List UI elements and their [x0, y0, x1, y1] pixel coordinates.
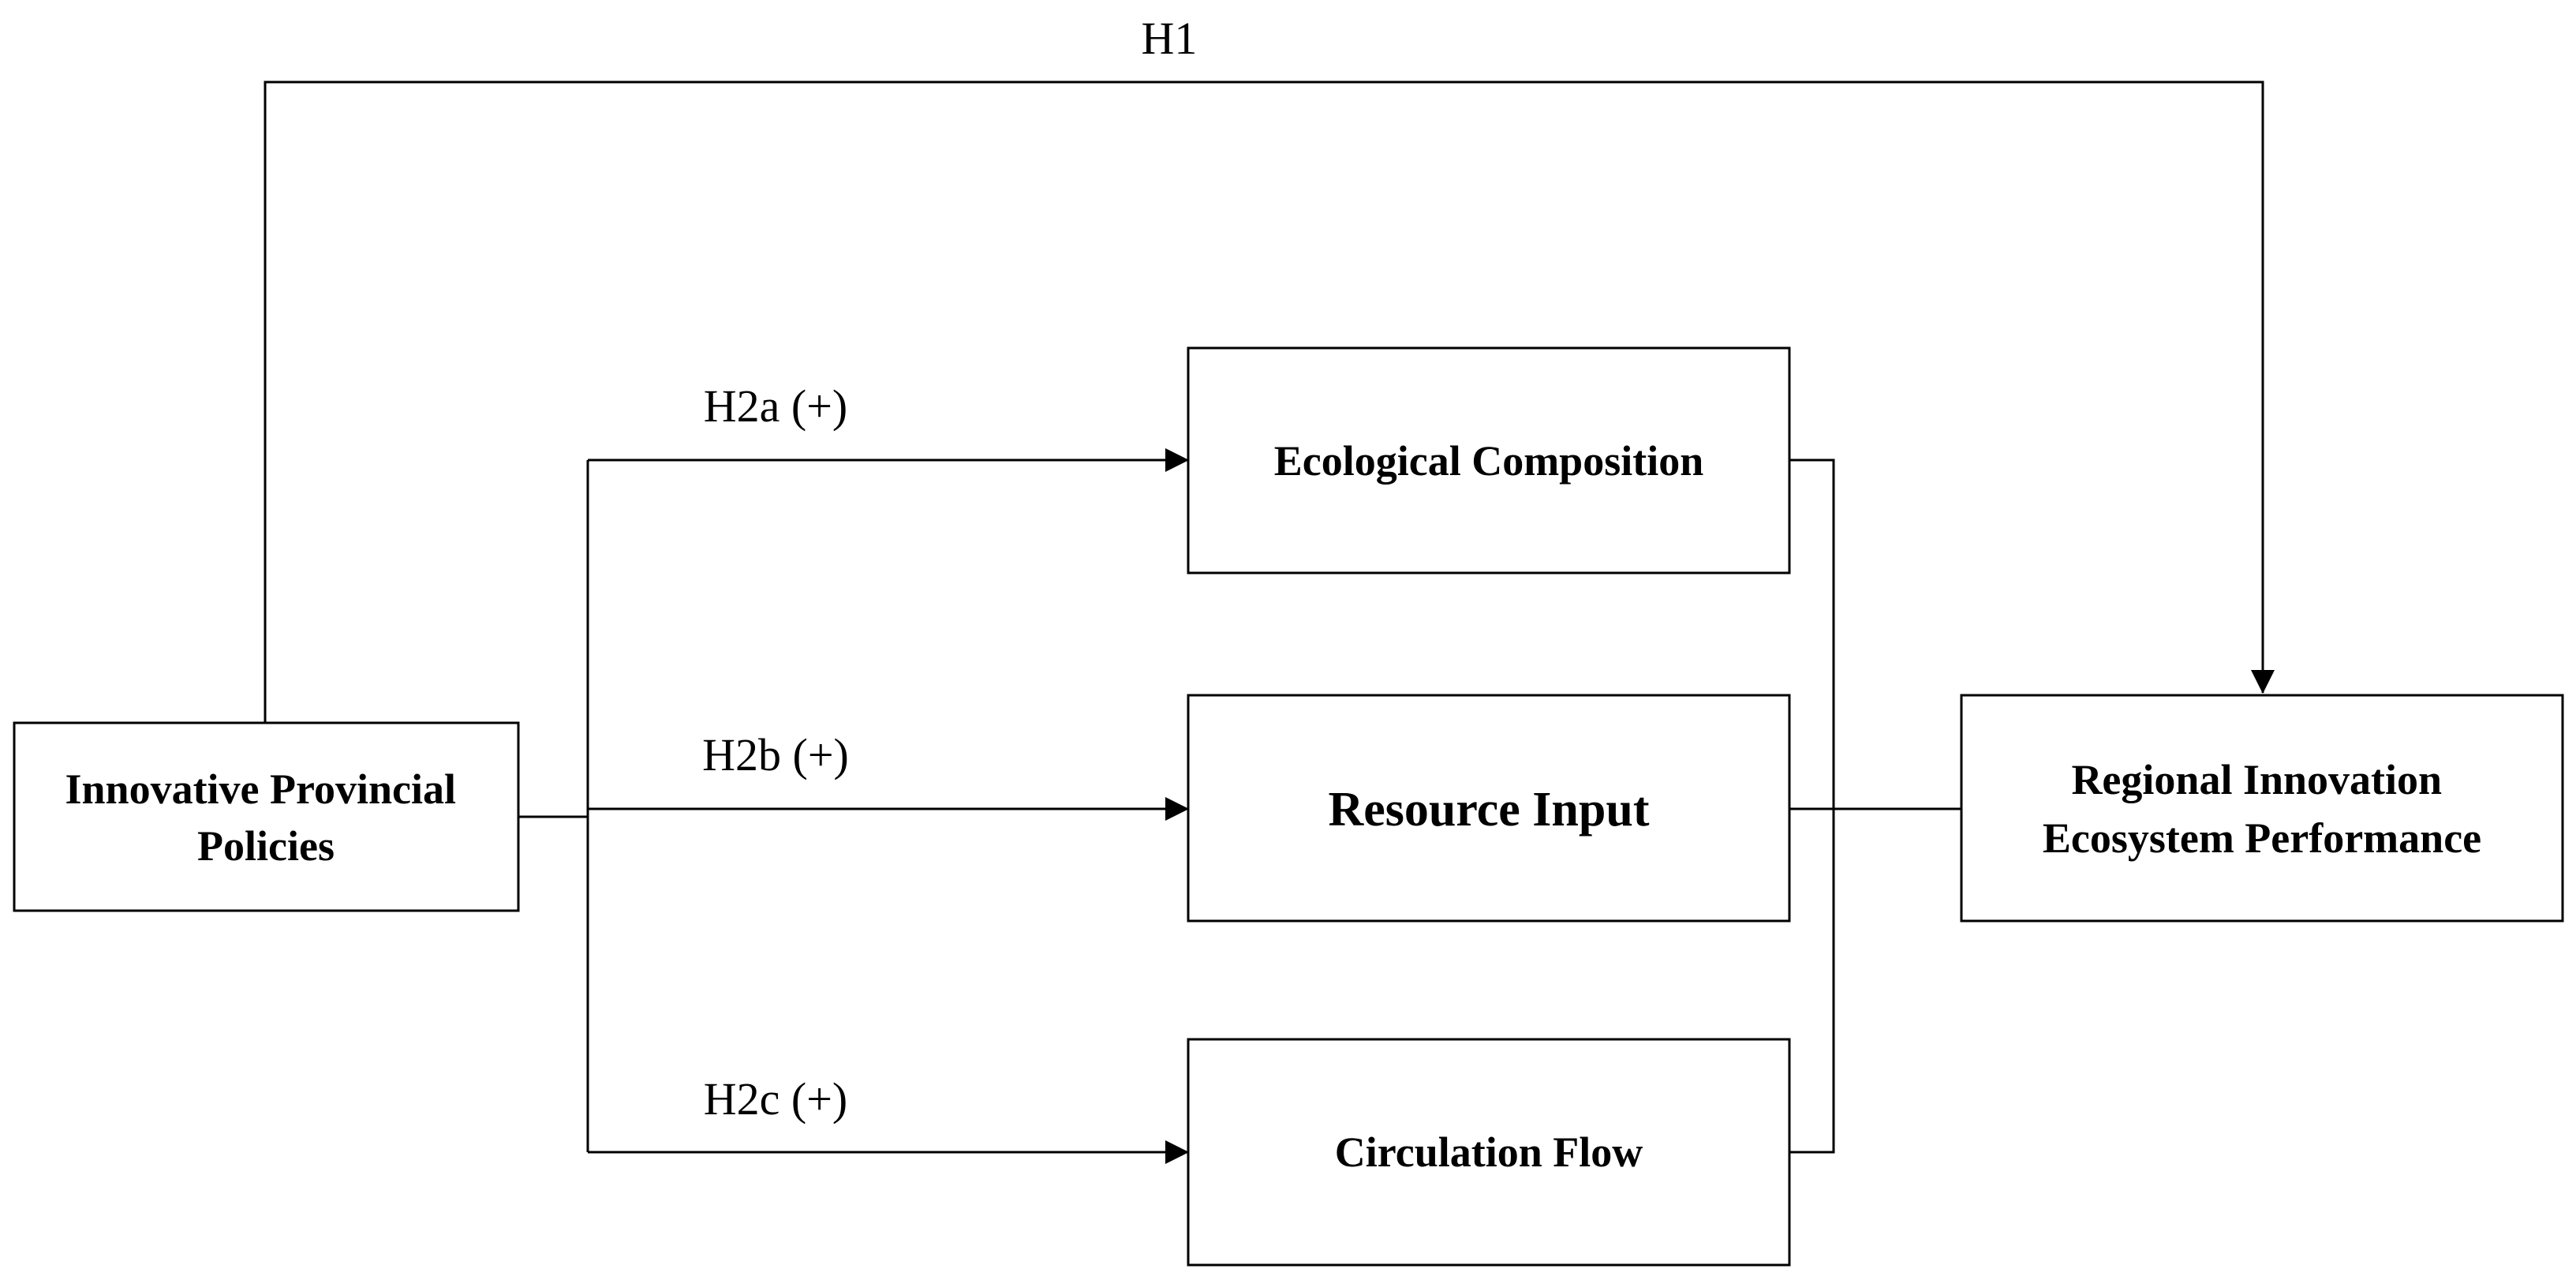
performance-label-line-1: Regional Innovation [2071, 756, 2442, 803]
resource-input-label-line-1: Resource Input [1328, 783, 1649, 836]
resource-input-box [1187, 694, 1791, 923]
circulation-flow-label: Circulation Flow [1335, 1128, 1643, 1176]
resource-input-label: Resource Input [1328, 783, 1649, 836]
ecological-composition-label-line-1: Ecological Composition [1274, 437, 1704, 485]
circulation-flow-box [1187, 1038, 1791, 1267]
h2a-label: H2a (+) [704, 380, 847, 432]
h2b-label: H2b (+) [702, 729, 849, 780]
h1-label: H1 [1142, 13, 1198, 64]
h1-path [264, 80, 2275, 723]
circulation-flow-label-line-1: Circulation Flow [1335, 1128, 1643, 1176]
mediator-connector [1789, 458, 1961, 1154]
policy-label-line-2: Policies [197, 822, 335, 870]
performance-box [1960, 694, 2564, 923]
policy-label-line-1: Innovative Provincial [65, 765, 456, 813]
performance-label-line-2: Ecosystem Performance [2043, 814, 2481, 862]
policy-label: Innovative Provincial Policies [65, 765, 466, 870]
ecological-composition-box [1187, 346, 1791, 575]
ecological-composition-label: Ecological Composition [1274, 437, 1704, 485]
h2c-label: H2c (+) [704, 1073, 847, 1125]
performance-label: Regional Innovation Ecosystem Performanc… [2043, 756, 2481, 862]
policy-box [13, 721, 520, 912]
